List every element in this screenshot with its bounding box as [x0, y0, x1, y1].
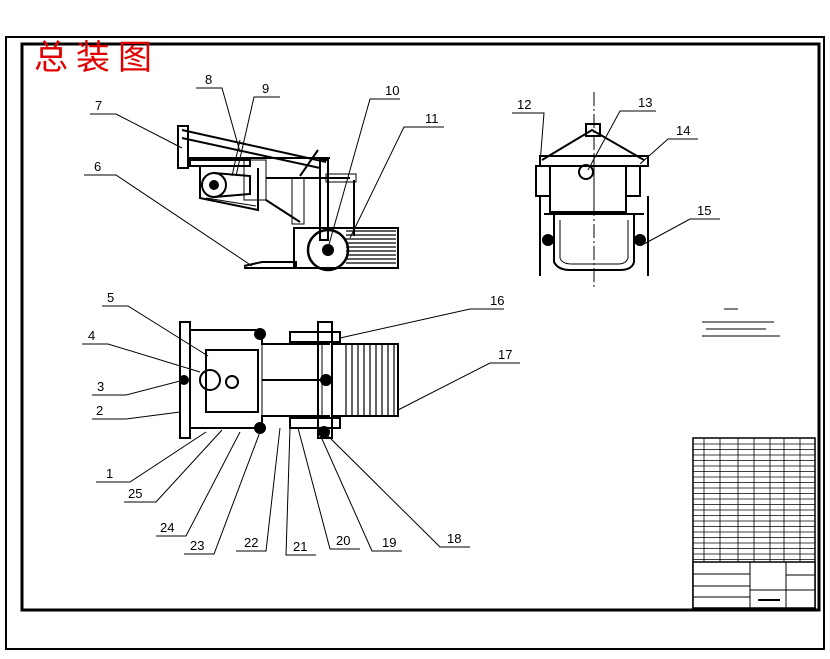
top-view [179, 321, 399, 439]
outer-frame [5, 36, 825, 650]
side-view [177, 125, 399, 272]
callout-6: 6 [94, 159, 101, 174]
leader-line-1 [96, 431, 207, 483]
leader-line-12 [512, 112, 545, 165]
callout-15: 15 [697, 203, 711, 218]
callout-24: 24 [160, 520, 174, 535]
leader-line-6 [84, 174, 253, 267]
callout-21: 21 [293, 539, 307, 554]
leader-line-9 [235, 96, 280, 177]
leader-line-18 [325, 433, 470, 548]
leader-line-21 [285, 427, 316, 556]
leader-line-20 [297, 427, 360, 550]
leader-line-17 [397, 362, 520, 411]
leader-line-7 [90, 113, 183, 149]
callout-9: 9 [262, 81, 269, 96]
leader-lines [82, 87, 720, 556]
inner-frame [20, 42, 821, 612]
leader-line-8 [196, 87, 241, 153]
leader-line-24 [156, 431, 241, 537]
callout-17: 17 [498, 347, 512, 362]
leader-line-16 [339, 308, 504, 339]
leader-line-11 [349, 126, 444, 239]
callout-7: 7 [95, 98, 102, 113]
drawing-title: 总装图 [34, 38, 160, 78]
leader-line-4 [82, 343, 201, 373]
leader-line-13 [587, 110, 656, 171]
leader-line-5 [102, 305, 209, 357]
callout-11: 11 [425, 111, 439, 126]
callout-23: 23 [190, 538, 204, 553]
callout-5: 5 [107, 290, 114, 305]
leader-line-15 [643, 218, 720, 245]
callout-25: 25 [128, 486, 142, 501]
callout-20: 20 [336, 533, 350, 548]
callout-19: 19 [382, 535, 396, 550]
leader-line-2 [92, 411, 181, 420]
callout-12: 12 [517, 97, 531, 112]
leader-line-23 [184, 431, 261, 555]
callout-1: 1 [106, 466, 113, 481]
leader-line-3 [92, 379, 185, 396]
leader-line-10 [327, 98, 400, 249]
callout-18: 18 [447, 531, 461, 546]
callout-2: 2 [96, 403, 103, 418]
callout-14: 14 [676, 123, 690, 138]
callout-16: 16 [490, 293, 504, 308]
callout-3: 3 [97, 379, 104, 394]
callout-8: 8 [205, 72, 212, 87]
title-block [692, 437, 816, 609]
callout-10: 10 [385, 83, 399, 98]
leader-line-22 [236, 427, 281, 552]
callout-22: 22 [244, 535, 258, 550]
callout-4: 4 [88, 328, 95, 343]
technical-notes [702, 308, 780, 337]
leader-line-14 [639, 138, 698, 165]
leader-line-25 [124, 429, 223, 503]
front-view [535, 92, 649, 290]
callout-13: 13 [638, 95, 652, 110]
leader-line-19 [317, 429, 402, 552]
